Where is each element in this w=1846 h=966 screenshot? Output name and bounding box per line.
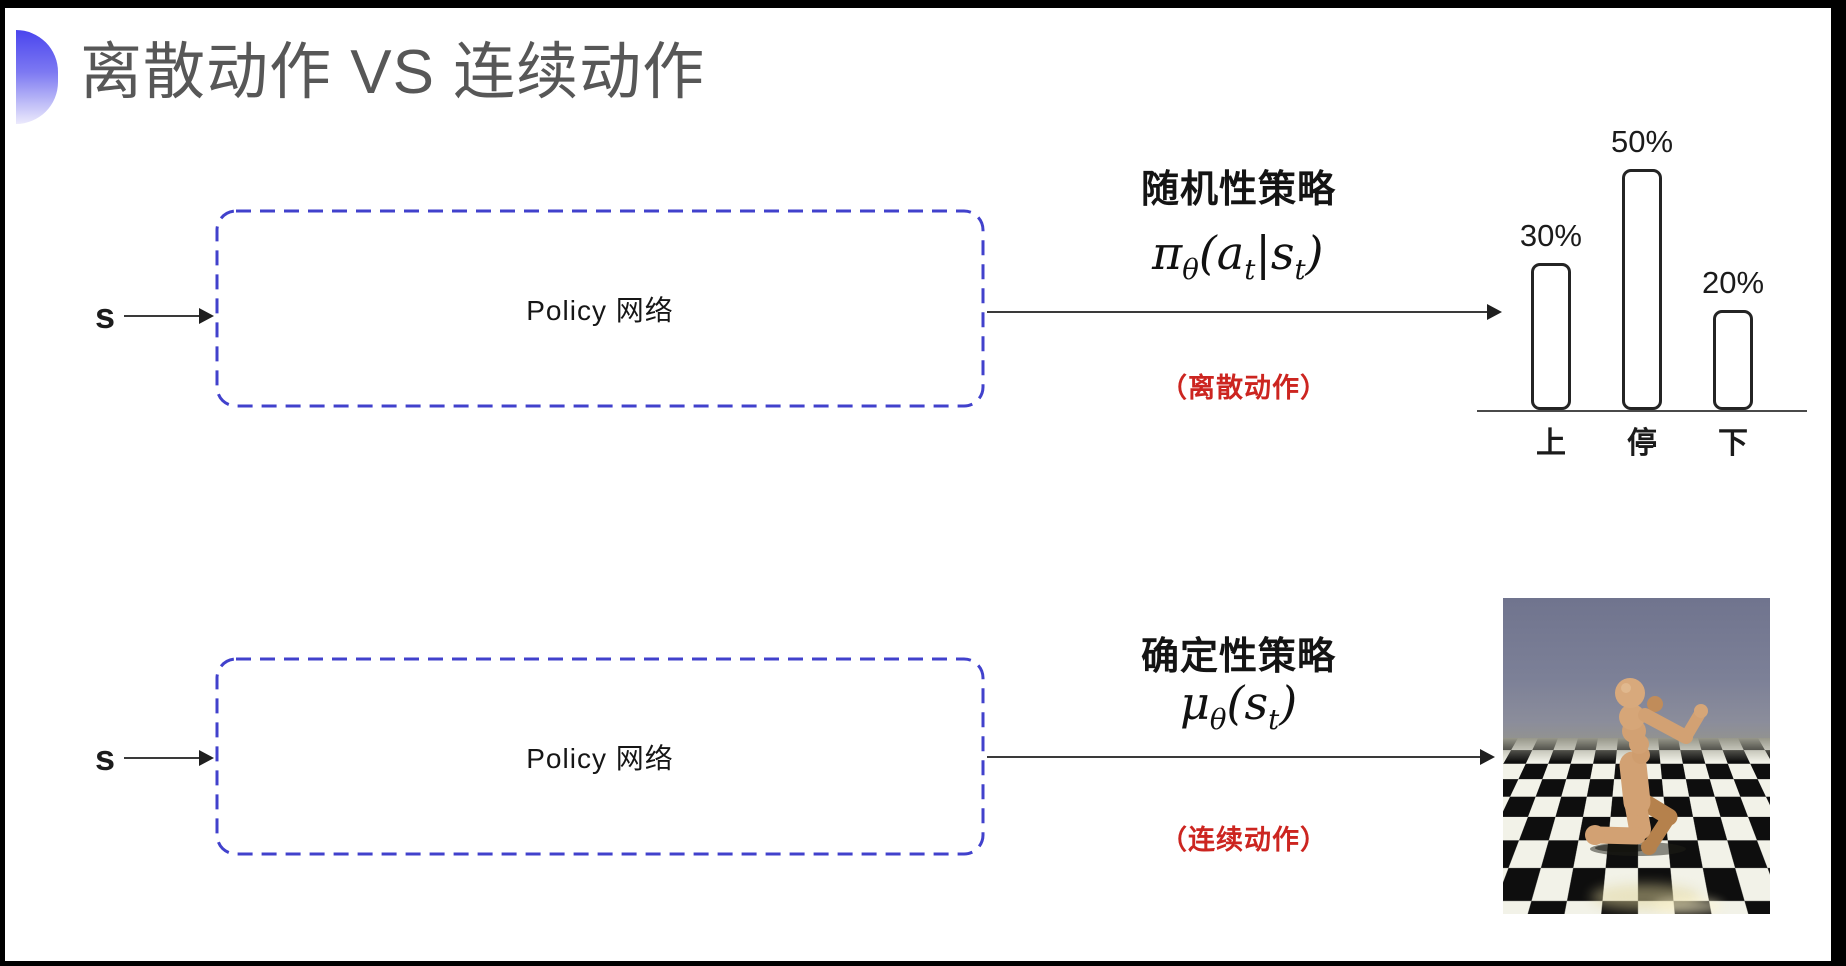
bar [1621,169,1662,410]
dashed-border [215,657,985,856]
formula-arg: (a [1198,226,1245,280]
humanoid-simulation-image [1503,598,1770,914]
state-label-continuous: s [95,737,116,778]
bar [1713,310,1754,410]
bar-column: 20% 下 [1702,118,1765,460]
action-distribution-chart: 30% 上 50% 停 20% 下 [1477,118,1807,478]
policy-network-label-discrete: Policy 网络 [526,294,674,326]
policy-output-arrow-continuous [987,749,1495,765]
policy-network-box-continuous: Policy 网络 [215,657,985,856]
page-title: 离散动作 VS 连续动作 [80,38,706,107]
policy-formula-stochastic: πθ(at|st) [1152,226,1323,286]
bar [1530,263,1571,410]
formula-arg: |s [1255,226,1295,280]
humanoid-robot-figure [1585,678,1708,856]
bar-value-label: 20% [1702,265,1765,300]
chart-axis-line [1477,410,1807,412]
policy-output-arrow-discrete [987,304,1502,320]
formula-sub: t [1294,253,1306,287]
formula-base: μ [1180,676,1210,730]
action-distribution-chart-bars: 30% 上 50% 停 20% 下 [1477,118,1807,460]
bar-value-label: 50% [1610,124,1674,159]
policy-network-label-continuous: Policy 网络 [526,742,674,774]
action-type-label-continuous: （连续动作） [1160,825,1328,855]
formula-close: ) [1305,226,1324,280]
bar-category-label: 下 [1718,427,1749,460]
state-label-discrete: s [95,295,116,336]
formula-arg: (s [1226,676,1269,730]
dashed-border [215,209,985,408]
policy-formula-deterministic: μθ(st) [1180,676,1297,736]
policy-type-label-stochastic: 随机性策略 [1141,169,1337,211]
formula-sub: θ [1209,703,1227,737]
formula-base: π [1152,226,1183,280]
policy-network-box-discrete: Policy 网络 [215,209,985,408]
bar-category-label: 停 [1626,427,1657,460]
bar-column: 30% 上 [1519,118,1582,460]
formula-sub: t [1244,253,1256,287]
formula-sub: θ [1182,253,1199,287]
bar-column: 50% 停 [1610,118,1674,460]
bar-category-label: 上 [1535,427,1566,460]
state-arrow-discrete [124,308,214,324]
bar-value-label: 30% [1519,218,1582,253]
action-type-label-discrete: （离散动作） [1160,373,1328,403]
floor-reflection [1653,898,1723,914]
formula-close: ) [1279,676,1298,730]
state-arrow-continuous [124,750,214,766]
formula-sub: t [1268,703,1280,737]
policy-type-label-deterministic: 确定性策略 [1141,636,1337,678]
